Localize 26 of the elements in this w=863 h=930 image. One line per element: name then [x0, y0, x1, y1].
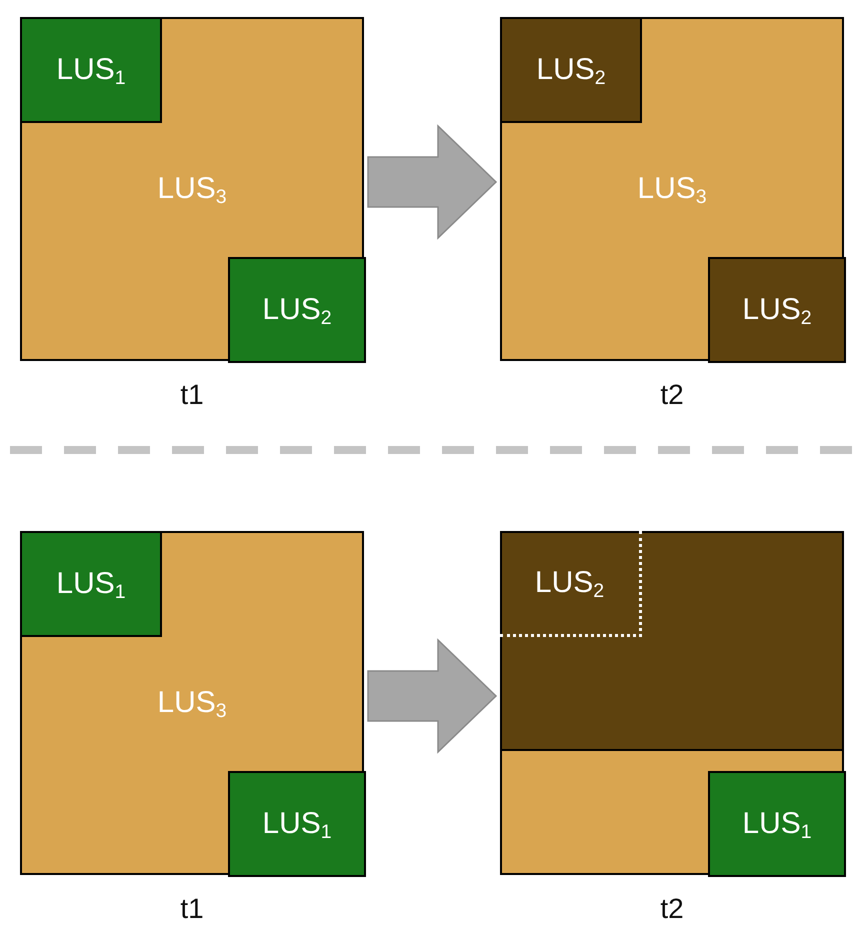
land-use-patch: [708, 257, 846, 363]
transition-arrow: [367, 638, 498, 754]
land-use-label: LUS$_{1}$: [742, 809, 812, 839]
land-use-patch: [20, 531, 162, 637]
land-use-band: [500, 531, 844, 751]
land-use-label: LUS$_{2}$: [262, 295, 332, 325]
land-use-label: LUS$_{2}$: [742, 295, 812, 325]
time-label: t2: [659, 895, 685, 923]
land-use-patch: [708, 771, 846, 877]
time-label: t2: [659, 381, 685, 409]
land-use-patch: [228, 771, 366, 877]
transition-arrow: [367, 124, 498, 240]
time-label: t1: [179, 895, 205, 923]
land-use-label: LUS$_{3}$: [157, 174, 227, 204]
land-use-label: LUS$_{2}$: [536, 55, 606, 85]
time-label: t1: [179, 381, 205, 409]
former-patch-outline: [500, 531, 642, 637]
land-use-label: LUS$_{3}$: [637, 174, 707, 204]
land-use-patch: [228, 257, 366, 363]
land-use-label: LUS$_{3}$: [157, 688, 227, 718]
land-use-label: LUS$_{1}$: [262, 809, 332, 839]
land-use-label: LUS$_{2}$: [534, 568, 604, 598]
land-use-label: LUS$_{1}$: [56, 569, 126, 599]
land-use-patch: [500, 17, 642, 123]
land-use-patch: [20, 17, 162, 123]
land-use-label: LUS$_{1}$: [56, 55, 126, 85]
